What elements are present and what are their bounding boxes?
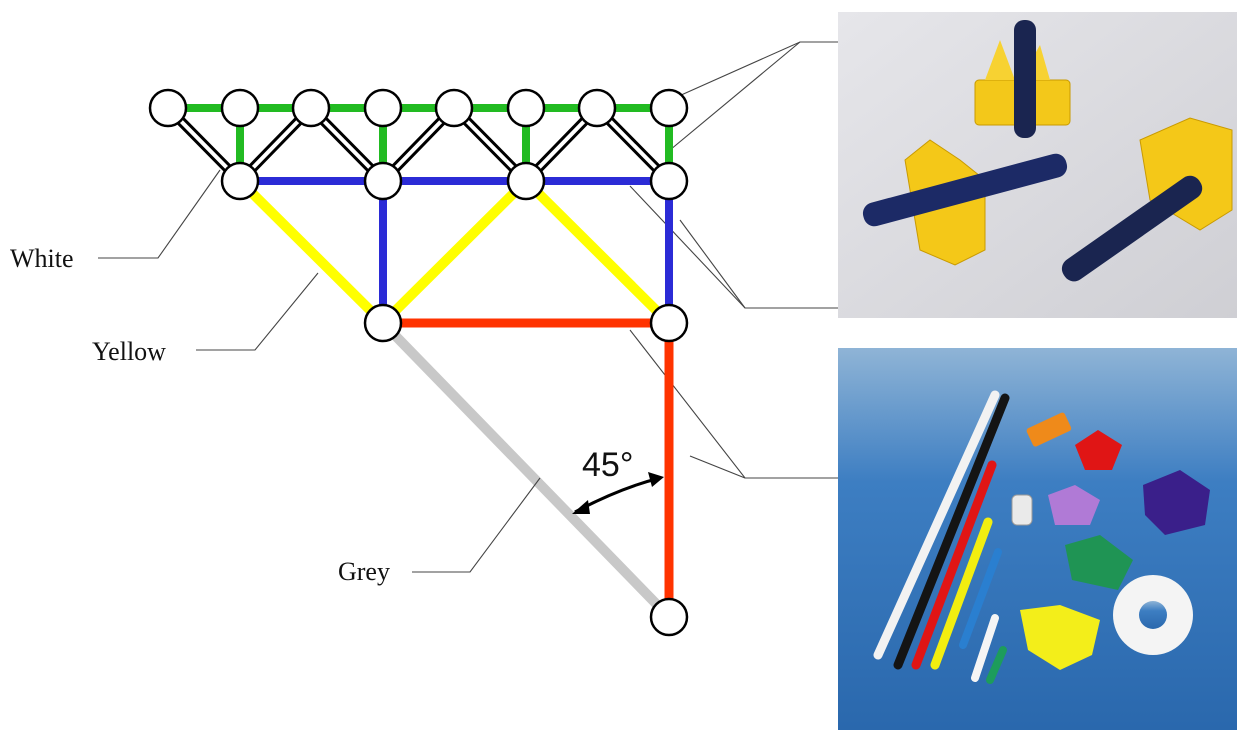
node [363, 161, 403, 201]
rods-icon [873, 390, 1010, 684]
label-leaders [98, 169, 541, 573]
red-rods [383, 318, 674, 617]
node [363, 88, 403, 128]
node [649, 303, 689, 343]
node [363, 303, 403, 343]
node [220, 161, 260, 201]
node [148, 88, 188, 128]
top-photo [838, 12, 1237, 318]
node [649, 161, 689, 201]
node [649, 88, 689, 128]
blue-rods [240, 177, 673, 323]
grey-label: Grey [338, 557, 390, 586]
angle-label: 45° [582, 446, 633, 484]
yellow-label: Yellow [92, 337, 166, 366]
connectors-icon [1011, 412, 1210, 670]
grey-rod [379, 319, 673, 621]
yellow-rods [236, 177, 673, 327]
white-label: White [10, 244, 74, 273]
node [506, 161, 546, 201]
node [291, 88, 331, 128]
node [506, 88, 546, 128]
connector-nodes [148, 88, 689, 637]
node [649, 597, 689, 637]
node [220, 88, 260, 128]
node [577, 88, 617, 128]
angle-arc [572, 472, 664, 514]
bottom-photo [838, 348, 1237, 730]
node [434, 88, 474, 128]
